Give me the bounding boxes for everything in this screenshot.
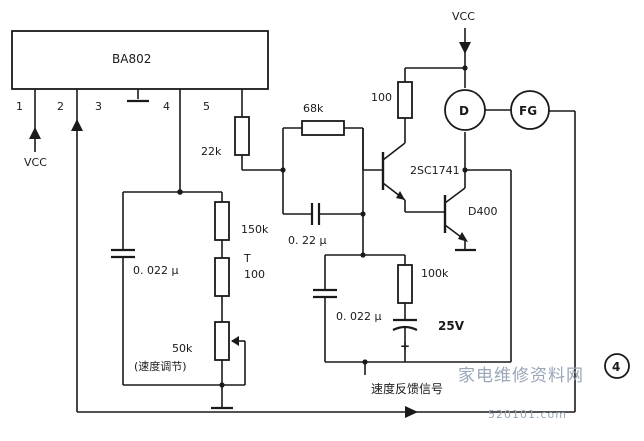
cap-plus-label: + (400, 339, 410, 353)
cap-0022u-left-label: 0. 022 μ (133, 264, 178, 277)
fg-label: FG (519, 104, 537, 118)
top-vcc-label: VCC (452, 10, 475, 23)
cap-022u-label: 0. 22 μ (288, 234, 326, 247)
cap-25v-label: 25V (438, 319, 465, 333)
power-rail (397, 28, 471, 143)
res-150k-label: 150k (241, 223, 269, 236)
pin-1-vcc-wire (29, 89, 41, 152)
watermark-text: 家电维修资料网 (458, 366, 584, 386)
pin-3-label: 3 (95, 100, 102, 113)
res-68k-label: 68k (303, 102, 324, 115)
res-100k-label: 100k (421, 267, 449, 280)
ic-name-label: BA802 (112, 52, 151, 66)
figure-number-badge: 4 (604, 353, 630, 379)
cap-0022u-lower-label: 0. 022 μ (336, 310, 381, 323)
motor-d: D (444, 89, 486, 131)
fg-sensor: FG (510, 90, 550, 130)
watermark-url: 520101.com (488, 408, 567, 421)
feedback-label: 速度反馈信号 (371, 381, 443, 396)
pin-4-wire (111, 89, 246, 410)
pin-1-label: 1 (16, 100, 23, 113)
pin-2-label: 2 (57, 100, 64, 113)
pin-3-ground (127, 89, 149, 103)
pin-2-feedback-wire (71, 89, 576, 418)
pot-50k-label: 50k (172, 342, 193, 355)
motor-d-label: D (459, 104, 469, 118)
res-t-label: T (243, 252, 251, 265)
res-100-label: 100 (244, 268, 265, 281)
figure-number-label: 4 (612, 360, 620, 374)
res-100-top-label: 100 (371, 91, 392, 104)
pin-5-label: 5 (203, 100, 210, 113)
res-22k-label: 22k (201, 145, 222, 158)
q1-label: 2SC1741 (410, 164, 460, 177)
rc-network-lower (313, 169, 512, 375)
pot-note-label: (速度调节) (134, 359, 187, 373)
ic-ba802: BA802 (11, 30, 269, 90)
transistor-q1 (381, 142, 445, 213)
pin1-vcc-label: VCC (24, 156, 47, 169)
q2-label: D400 (468, 205, 497, 218)
pin-4-label: 4 (163, 100, 170, 113)
pin-5-wire (234, 89, 383, 258)
transistor-q2 (443, 132, 476, 252)
